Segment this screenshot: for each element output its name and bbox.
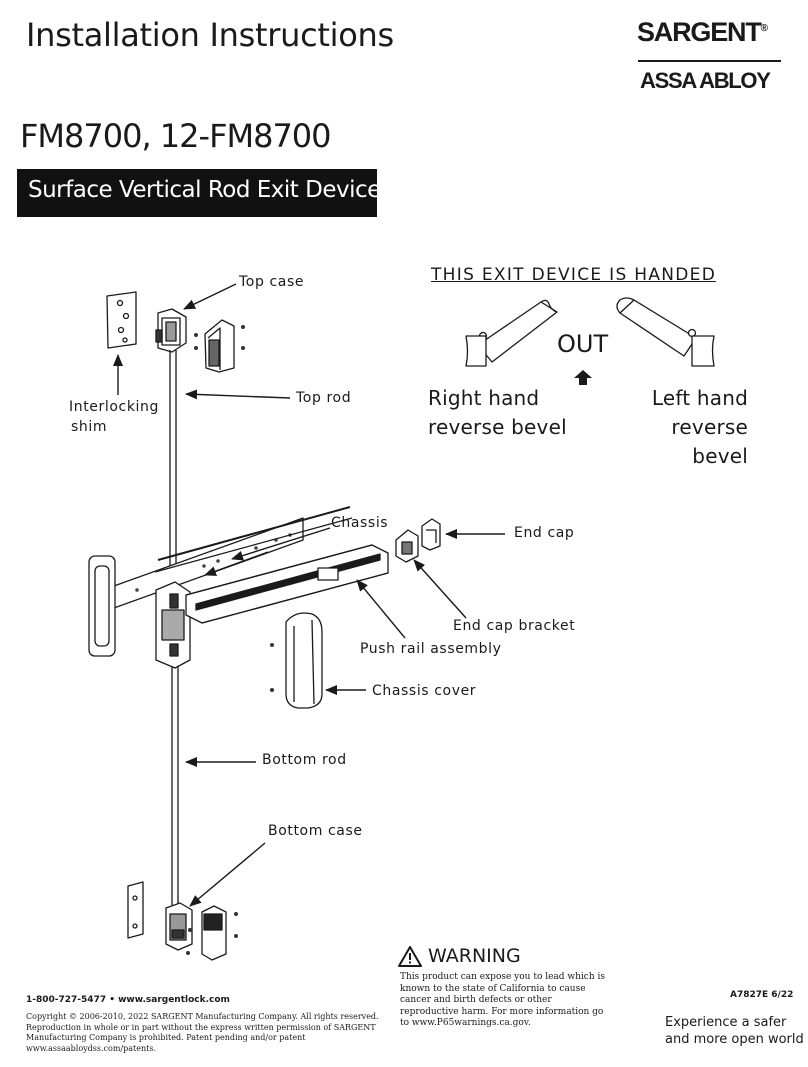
label-end-cap-bracket: End cap bracket	[453, 618, 576, 634]
contact-line: 1-800-727-5477 • www.sargentlock.com	[26, 995, 230, 1005]
label-bottom-case: Bottom case	[268, 823, 363, 839]
bottom-case-part	[165, 902, 193, 951]
product-name: Surface Vertical Rod Exit Device	[28, 177, 381, 203]
label-end-cap: End cap	[514, 525, 575, 541]
label-chassis: Chassis	[331, 515, 389, 531]
label-top-case: Top case	[239, 274, 305, 290]
label-push-rail-assembly: Push rail assembly	[360, 641, 502, 657]
strike-plate-part	[88, 555, 116, 657]
sargent-logo: SARGENT®	[637, 17, 768, 47]
label-chassis-cover: Chassis cover	[372, 683, 477, 699]
up-arrow-icon	[574, 370, 592, 385]
product-banner	[17, 169, 377, 217]
end-cap-bracket-part	[395, 529, 419, 563]
right-hand-label: Right hand reverse bevel	[428, 386, 567, 439]
warning-title: WARNING	[398, 945, 521, 967]
push-rail-part	[154, 506, 389, 624]
chassis-cover-part	[285, 612, 323, 709]
left-hand-label: Left hand reverse bevel	[651, 386, 748, 468]
warning-triangle-icon	[398, 945, 422, 967]
tagline: Experience a safer and more open world	[665, 1015, 804, 1047]
model-number: FM8700, 12-FM8700	[20, 117, 332, 155]
document-title: Installation Instructions	[26, 16, 394, 54]
top-case-cover-part	[204, 319, 235, 373]
copyright-notice: Copyright © 2006-2010, 2022 SARGENT Manu…	[26, 1012, 379, 1053]
label-top-rod: Top rod	[296, 390, 352, 406]
warning-text: This product can expose you to lead whic…	[400, 972, 605, 1028]
bottom-case-cover-part	[201, 905, 227, 961]
assa-abloy-logo: ASSA ABLOY	[640, 68, 771, 93]
logo-divider	[638, 60, 781, 62]
interlocking-shim-part	[106, 291, 137, 349]
top-case-part	[155, 308, 187, 353]
bottom-shim-part	[127, 881, 144, 939]
right-hand-door-diagram	[465, 299, 558, 367]
left-hand-door-diagram	[616, 297, 715, 367]
label-bottom-rod: Bottom rod	[262, 752, 347, 768]
end-cap-part	[421, 518, 441, 551]
document-number: A7827E 6/22	[730, 990, 794, 1000]
out-label: OUT	[557, 330, 609, 358]
chassis-part	[155, 581, 191, 669]
handed-heading: THIS EXIT DEVICE IS HANDED	[431, 265, 717, 285]
label-interlocking-shim: Interlocking shim	[69, 399, 159, 435]
